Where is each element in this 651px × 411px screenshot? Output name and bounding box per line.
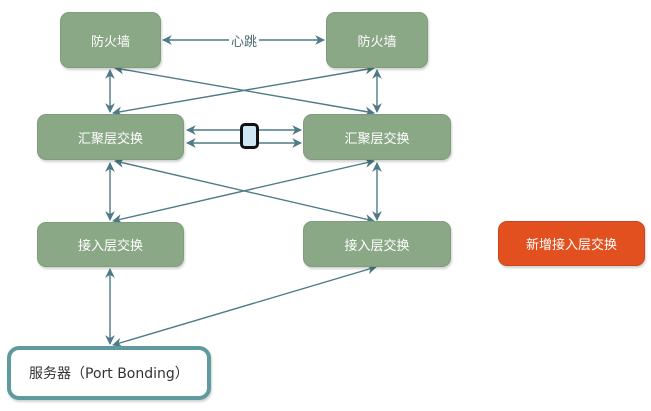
- server-node[interactable]: 服务器（Port Bonding）: [7, 346, 211, 400]
- firewall-right-label: 防火墙: [357, 34, 397, 50]
- firewall-left-node[interactable]: 防火墙: [60, 12, 161, 68]
- aggregation-switch-left-label: 汇聚层交换: [77, 131, 143, 147]
- server-label: 服务器（Port Bonding）: [29, 366, 189, 382]
- fw-right-to-agg-left: [112, 64, 375, 117]
- firewall-right-node[interactable]: 防火墙: [326, 12, 428, 68]
- aggregation-switch-right-node[interactable]: 汇聚层交换: [303, 114, 451, 160]
- new-access-switch-label: 新增接入层交换: [525, 238, 617, 253]
- access-right-to-server: [112, 264, 377, 348]
- heartbeat-label: 心跳: [229, 31, 260, 50]
- aggregation-switch-left-node[interactable]: 汇聚层交换: [37, 114, 184, 160]
- access-switch-right-node[interactable]: 接入层交换: [303, 221, 451, 267]
- aggregation-switch-right-label: 汇聚层交换: [344, 131, 410, 147]
- access-switch-right-label: 接入层交换: [344, 238, 410, 254]
- link-device-icon[interactable]: [240, 123, 259, 149]
- agg-right-to-access-left: [112, 158, 375, 224]
- access-switch-left-node[interactable]: 接入层交换: [37, 222, 184, 267]
- new-access-switch-node[interactable]: 新增接入层交换: [498, 221, 645, 266]
- firewall-left-label: 防火墙: [90, 34, 130, 50]
- access-switch-left-label: 接入层交换: [77, 239, 143, 254]
